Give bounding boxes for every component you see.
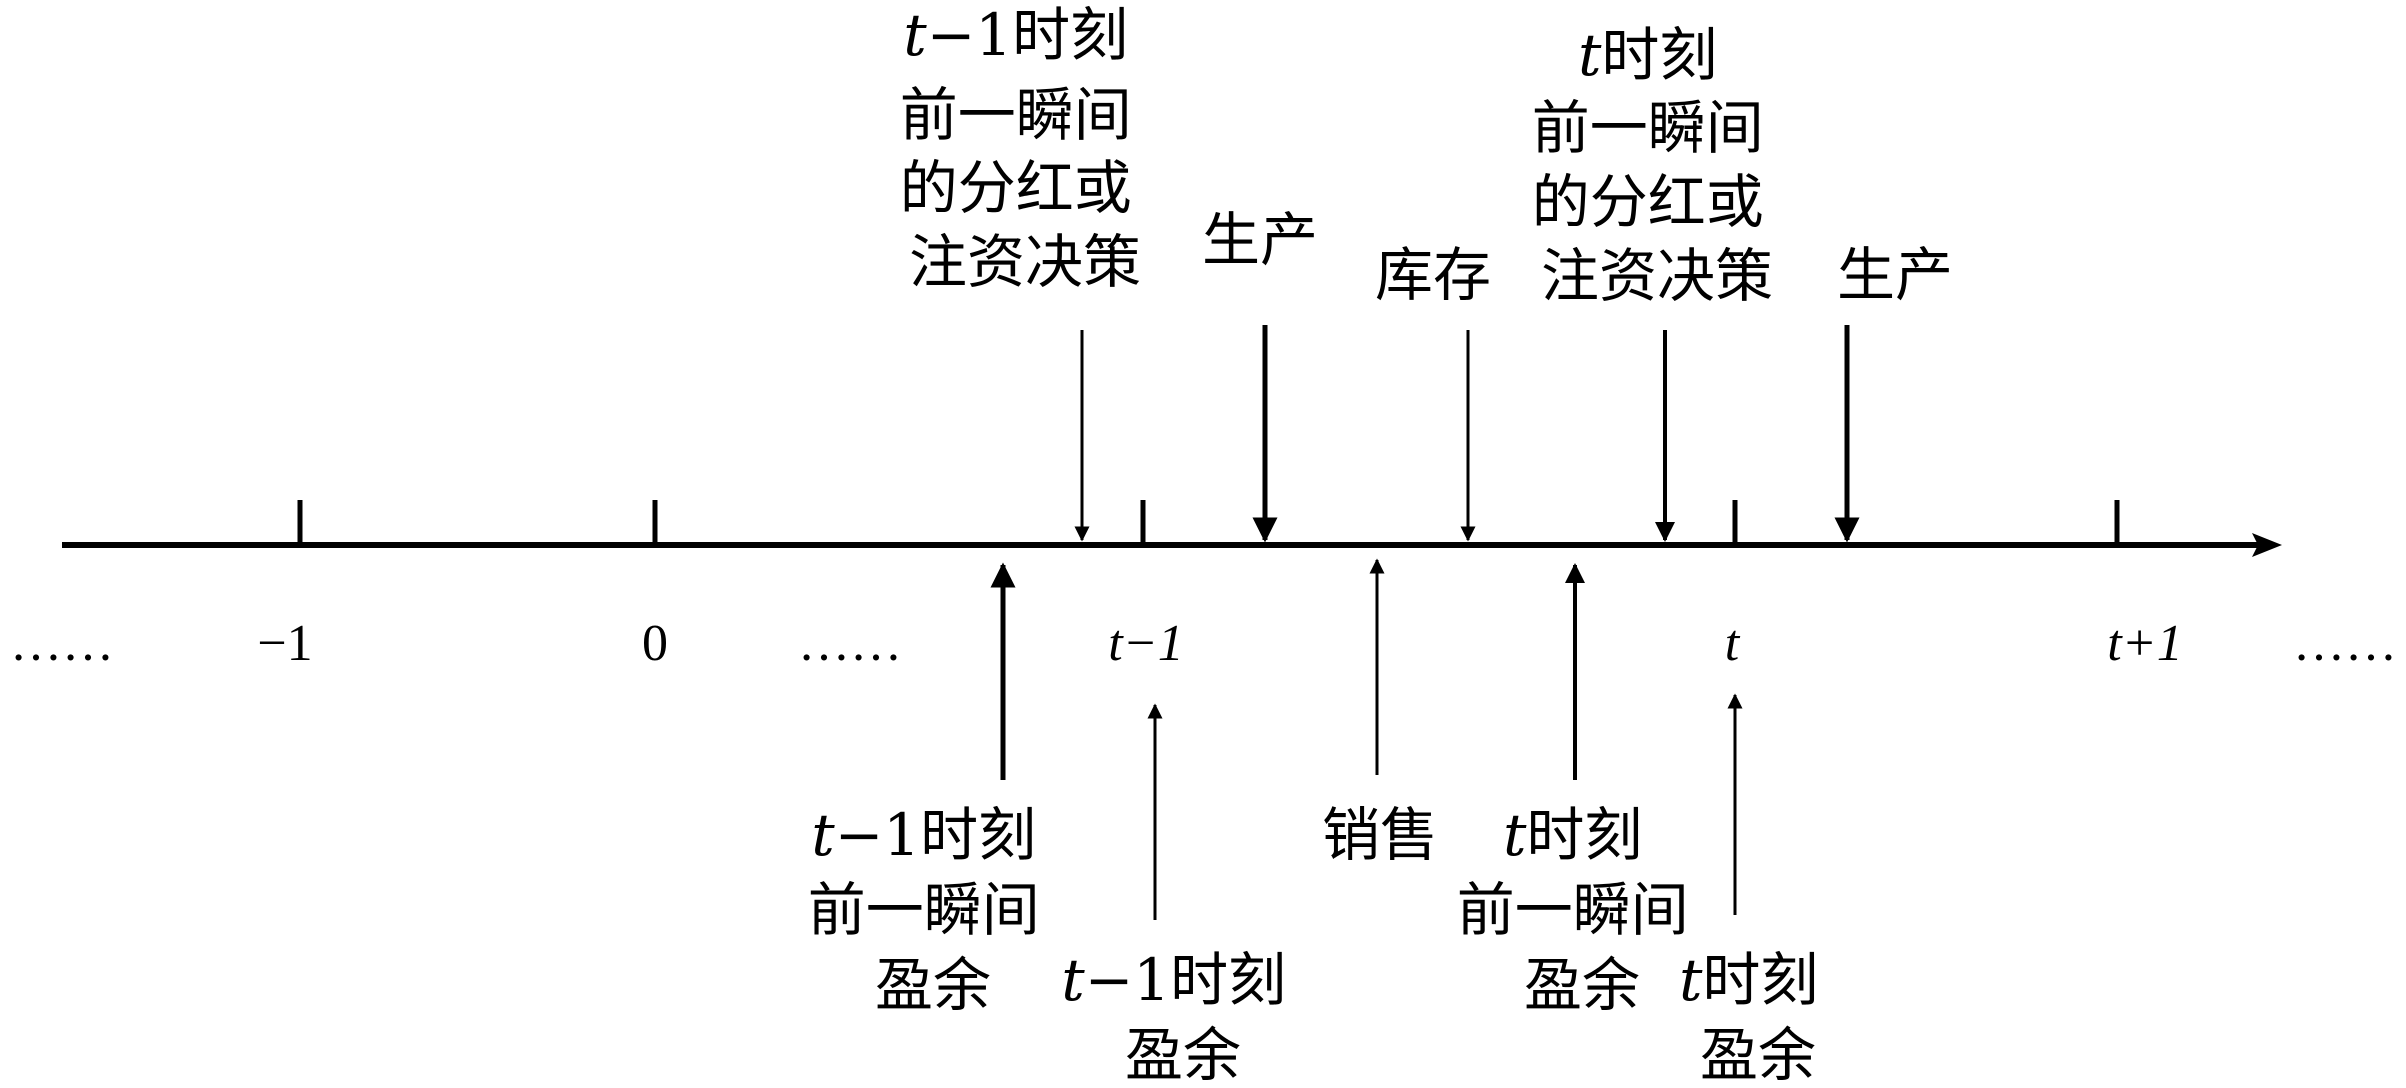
tick-label-t-plus-1: t+1 [2107, 615, 2183, 672]
label-surplus-t: t时刻 盈余 [1679, 946, 1837, 1088]
ellipsis-middle: …… [798, 615, 902, 672]
label-inventory: 库存 [1375, 241, 1491, 309]
variable-t: t [1679, 946, 1703, 1014]
label-decision-t: t时刻 前一瞬间 的分红或 注资决策 [1532, 21, 1782, 310]
label-rest: −1时刻 [835, 801, 1037, 869]
label-sales: 销售 [1322, 801, 1438, 869]
variable-t: t [811, 801, 835, 869]
label-rest: 时刻 [1702, 946, 1818, 1014]
ellipsis-right: …… [2293, 615, 2397, 672]
variable-t: t [903, 1, 927, 69]
variable-t: t [1503, 801, 1527, 869]
time-axis-arrowhead [2252, 533, 2282, 557]
label-rest: 时刻 [1601, 21, 1717, 89]
tick-label-minus-one: −1 [257, 615, 312, 672]
label-surplus-t-minus-1: t−1时刻 盈余 [1061, 946, 1304, 1088]
label-decision-t-minus-1: t−1时刻 前一瞬间 的分红或 注资决策 [900, 1, 1150, 296]
ellipsis-left: …… [10, 615, 114, 672]
tick-label-t-minus-1: t−1 [1108, 615, 1184, 672]
label-production-1: 生产 [1202, 206, 1318, 274]
label-surplus-before-t: t时刻 前一瞬间 盈余 [1457, 801, 1707, 1019]
tick-label-t: t [1725, 615, 1741, 672]
label-rest: 时刻 [1526, 801, 1642, 869]
variable-t: t [1578, 21, 1602, 89]
label-rest: −1时刻 [927, 1, 1129, 69]
tick-label-zero: 0 [642, 615, 668, 672]
label-production-2: 生产 [1837, 241, 1953, 309]
variable-t: t [1061, 946, 1085, 1014]
label-rest: −1时刻 [1085, 946, 1287, 1014]
label-surplus-before-t-minus-1: t−1时刻 前一瞬间 盈余 [808, 801, 1058, 1019]
